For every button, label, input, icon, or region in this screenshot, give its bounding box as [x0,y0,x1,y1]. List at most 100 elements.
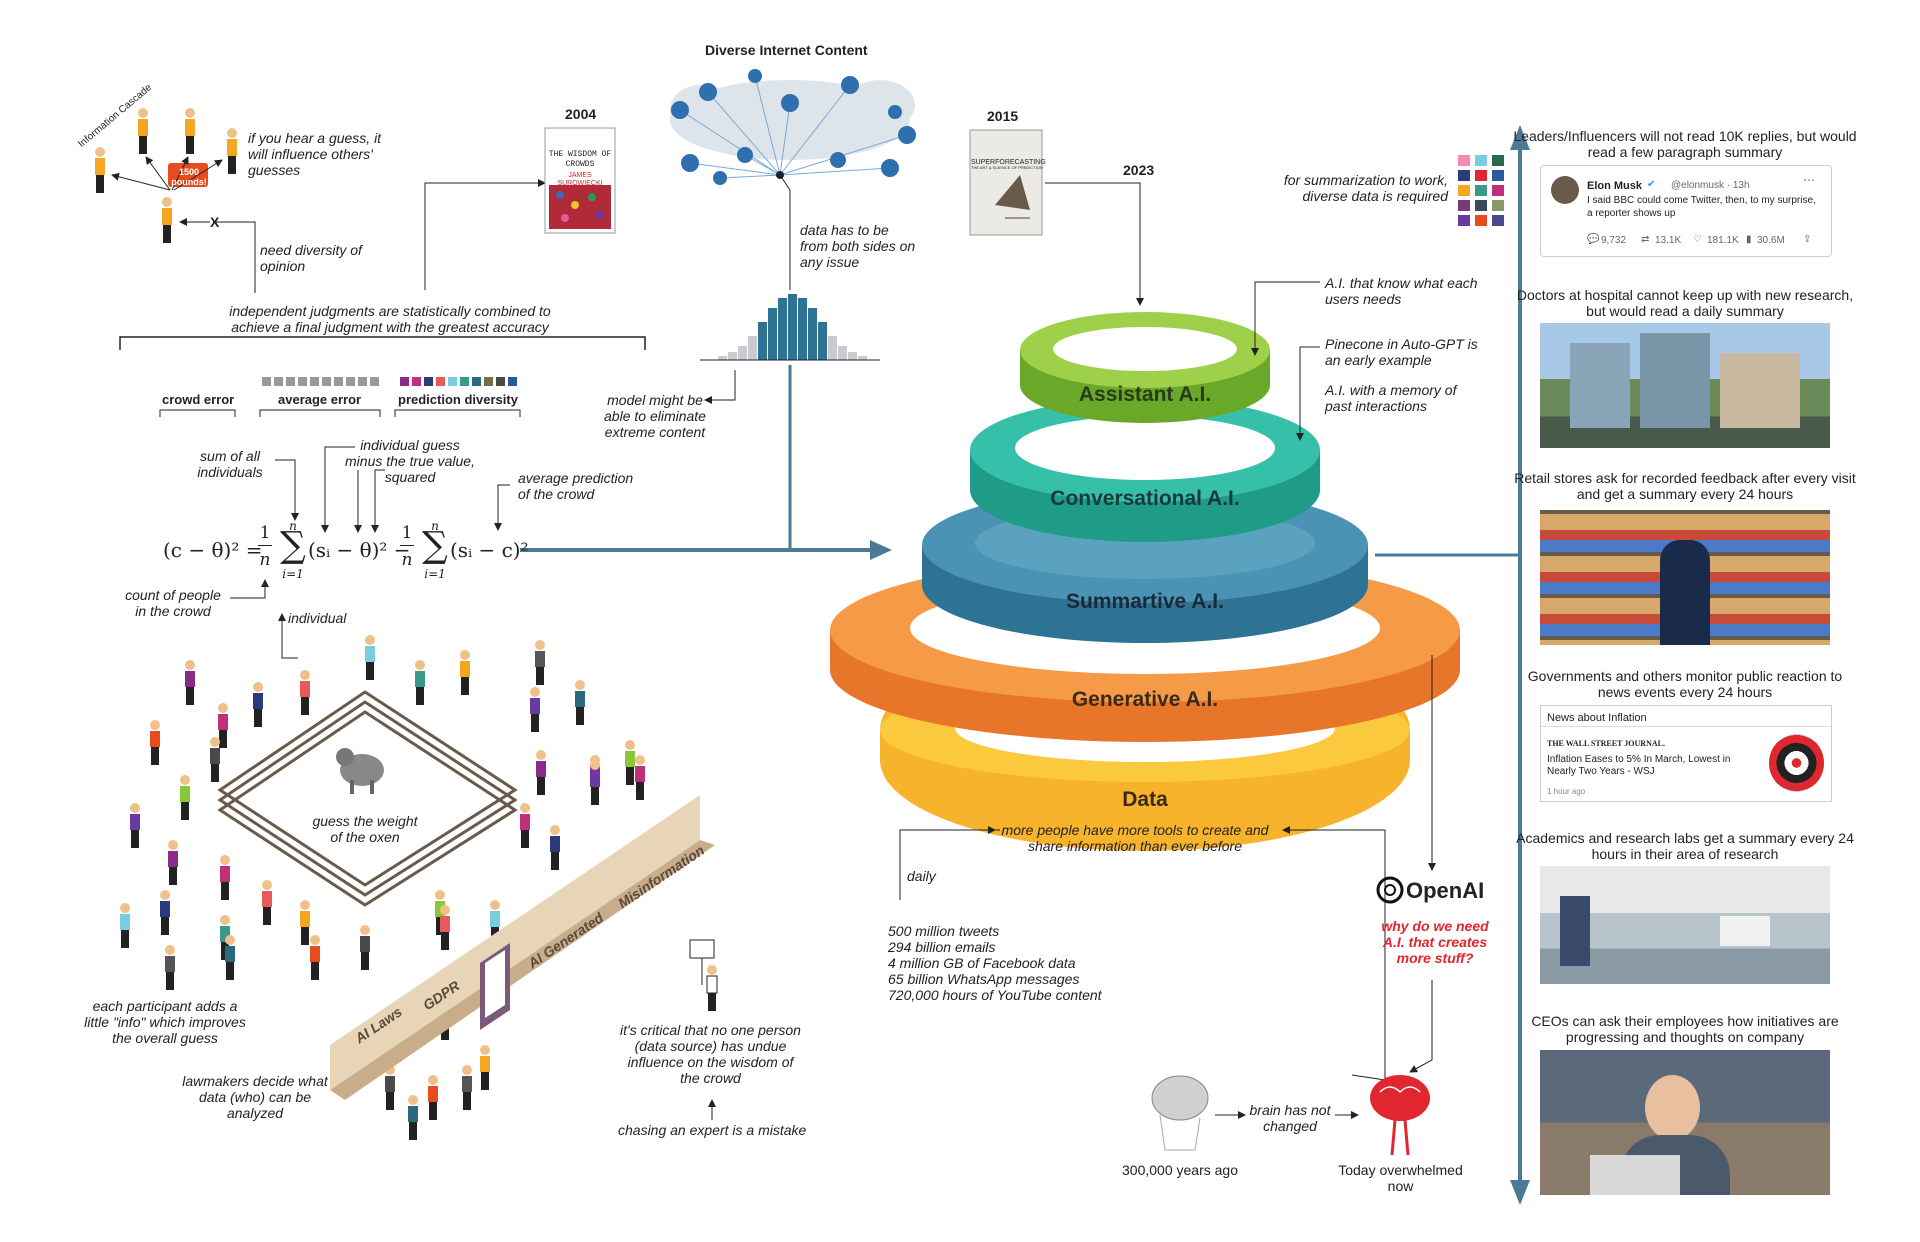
person-icon [460,650,470,695]
swatch [1475,200,1487,211]
daily-label: daily [907,868,936,884]
reply-icon[interactable]: 💬 [1587,234,1600,245]
formula-sum-bot-1: i=1 [282,567,304,581]
swatch [1492,155,1504,166]
share-icon[interactable]: ⇪ [1803,234,1812,245]
person-icon [227,128,237,174]
average-error-swatches [262,377,379,386]
stat-3: 4 million GB of Facebook data [888,955,1076,971]
crowd-error-label: crowd error [162,392,235,407]
bubble-text: 1500 pounds! [171,167,207,187]
person-icon [130,803,140,848]
oxen-icon [336,748,384,794]
ring-label-assistant: Assistant A.I. [1078,383,1212,406]
diverse-title: Diverse Internet Content [705,42,868,58]
formula-frac-bot-2: n [401,550,413,570]
person-icon [520,803,530,848]
like-icon[interactable]: ♡ [1693,234,1702,245]
person-icon [550,825,560,870]
count-people-note: count of people in the crowd [125,587,221,619]
histogram-bar [858,356,867,360]
histogram-bar [828,336,837,360]
swatch [1475,215,1487,226]
reply-count: 9,732 [1601,235,1627,246]
histogram-bar [778,298,787,360]
more-people-note: more people have more tools to create an… [1001,822,1269,854]
sigma-icon-1: ∑ [280,525,306,566]
book-superforecasting [969,129,1043,236]
caption-retail: Retail stores ask for recorded feedback … [1514,470,1856,502]
stat-1: 500 million tweets [888,923,1000,939]
retail-photo [1540,510,1830,645]
histogram-bar [838,346,847,360]
person-icon [120,903,130,948]
sum-all-note: sum of all individuals [197,448,263,480]
need-diversity-note: need diversity of opinion [260,242,362,274]
ring-label-data: Data [1122,788,1168,811]
cascade-group [95,108,256,293]
person-icon [253,682,263,727]
openai-logo-icon [1376,876,1404,904]
verified-icon: ✔ [1647,179,1656,190]
years-ago-label: 300,000 years ago [1122,1162,1238,1178]
sigma-icon-2: ∑ [422,525,448,566]
assistant-note-2: Pinecone in Auto-GPT is an early example [1325,336,1478,368]
person-icon [625,740,635,785]
person-icon [185,660,195,705]
network-nodes [671,69,916,185]
person-icon [225,935,235,980]
formula-sum-bot-2: i=1 [424,567,446,581]
more-icon[interactable]: ⋯ [1803,173,1815,187]
like-count: 181.1K [1707,235,1739,246]
speech-bubble [168,163,208,187]
ring-label-conversational: Conversational A.I. [1050,487,1240,510]
person-icon [300,900,310,945]
corral [217,690,518,907]
histogram-bar [818,322,827,360]
chasing-note: chasing an expert is a mistake [618,1122,807,1138]
critical-note: it's critical that no one person (data s… [620,1022,801,1086]
views-count: 30.6M [1757,235,1785,246]
ai-rings [830,312,1460,851]
retweet-count: 13.1K [1655,235,1682,246]
histogram-bar [748,336,757,360]
histogram-bar [768,308,777,360]
person-icon [360,925,370,970]
person-icon [300,670,310,715]
sign-person-icon [689,939,718,1011]
person-icon [138,108,148,154]
person-icon [168,840,178,885]
stat-5: 720,000 hours of YouTube content [888,987,1102,1003]
swatch [1458,170,1470,181]
why-question: why do we need A.I. that creates more st… [1381,918,1489,966]
person-icon [535,640,545,685]
individual-guess-note: individual guess minus the true value, s… [345,437,475,485]
retweet-icon[interactable]: ⇄ [1641,234,1650,245]
average-error-label: average error [278,392,362,407]
swatch [1492,185,1504,196]
histogram-bar [718,356,727,360]
news-headline[interactable]: Inflation Eases to 5% In March, Lowest i… [1547,754,1731,777]
histogram-bar [798,298,807,360]
dartboard-icon [1769,734,1824,792]
book-2015-title: SUPERFORECASTING [971,159,1046,166]
assistant-note-3: A.I. with a memory of past interactions [1325,382,1457,414]
person-icon [530,687,540,732]
person-icon [590,760,600,805]
formula-sum-top-2: n [431,519,439,533]
fraction-bar [400,545,414,546]
caption-doctors: Doctors at hospital cannot keep up with … [1516,287,1854,319]
caption-governments: Governments and others monitor public re… [1527,668,1843,700]
person-icon [415,660,425,705]
histogram-bar [738,346,747,360]
swatch [1458,185,1470,196]
formula-term1: (sᵢ − θ)² − [308,538,411,562]
person-icon [218,703,228,748]
formula-sum-top-1: n [289,519,297,533]
book-2004-title: THE WISDOM OF CROWDS [548,150,612,169]
news-header: News about Inflation [1547,712,1647,724]
swatch [1458,200,1470,211]
person-icon [480,1045,490,1090]
news-source: THE WALL STREET JOURNAL. [1547,739,1665,748]
